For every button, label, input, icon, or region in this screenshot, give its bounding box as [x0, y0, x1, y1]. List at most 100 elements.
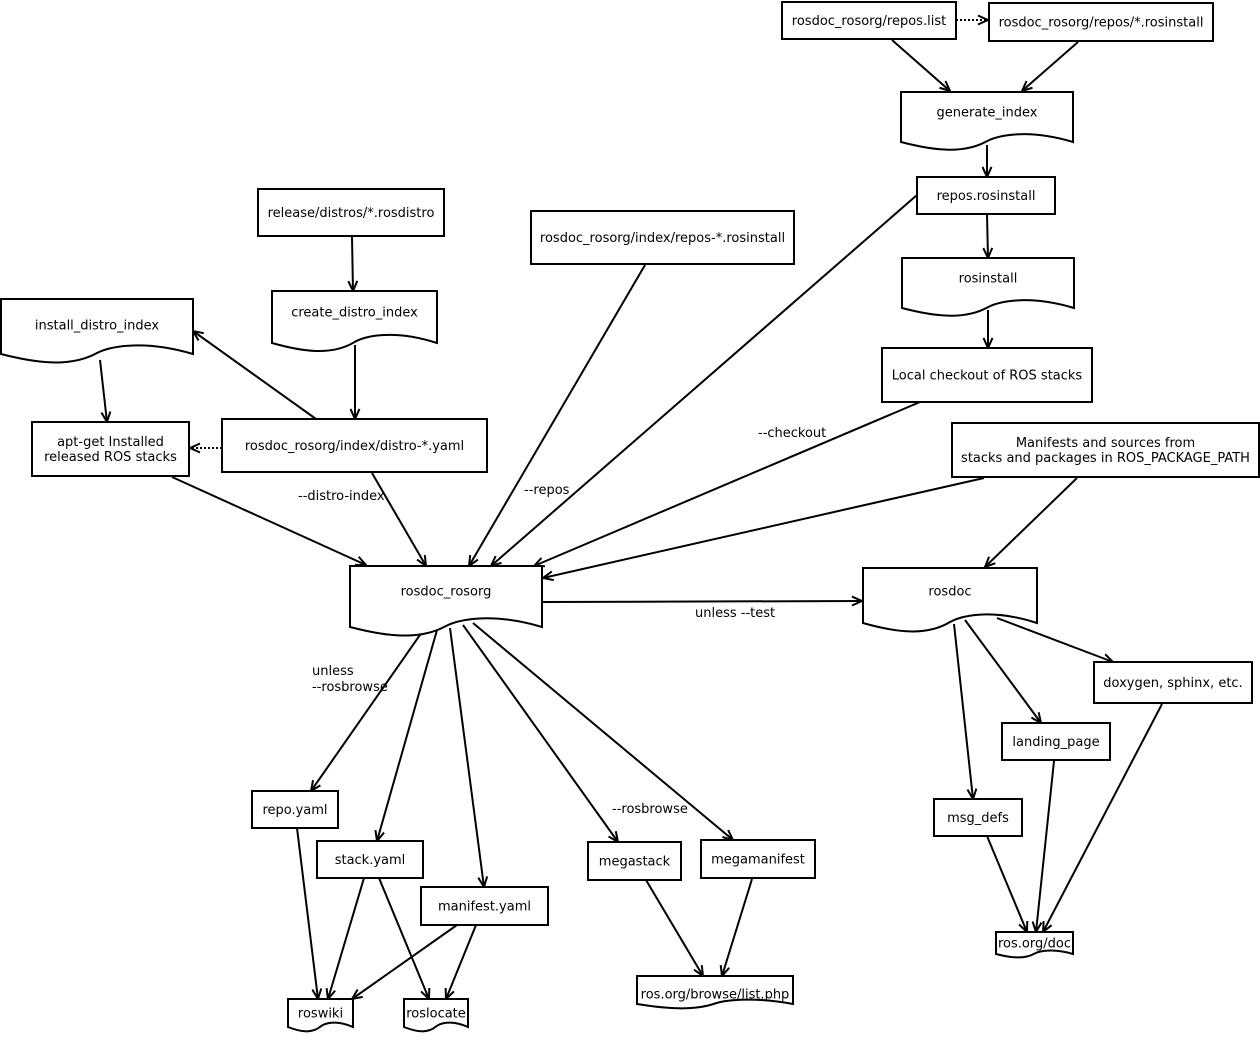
edge-line: [986, 213, 989, 259]
edge-megamanifest-to-list-php: [719, 878, 753, 979]
edge-rosdoc-rosorg-to-rosdoc: [542, 595, 865, 607]
edge-line: [327, 877, 365, 1000]
node-label-line: apt-get Installed: [57, 435, 164, 450]
edge-label: --distro-index: [298, 489, 385, 504]
node-roswiki: roswiki: [287, 998, 354, 1033]
node-rosdistro: release/distros/*.rosdistro: [257, 188, 445, 237]
edge-label-line: --distro-index: [298, 489, 385, 504]
node-label: roslocate: [406, 1007, 466, 1022]
node-label-line: release/distros/*.rosdistro: [268, 206, 435, 221]
node-install-distro-index: install_distro_index: [0, 298, 194, 364]
node-label-line: rosdoc_rosorg/index/distro-*.yaml: [245, 439, 464, 454]
edge-label-line: --rosbrowse: [312, 680, 388, 695]
node-label-line: released ROS stacks: [44, 450, 177, 465]
node-manifest-yaml: manifest.yaml: [420, 886, 549, 926]
node-ros-org-doc: ros.org/doc: [995, 931, 1074, 959]
node-label: doxygen, sphinx, etc.: [1103, 676, 1242, 691]
node-label-line: roswiki: [298, 1007, 343, 1022]
document-shape: [0, 298, 194, 364]
node-label-line: manifest.yaml: [438, 900, 531, 915]
node-doxygen: doxygen, sphinx, etc.: [1093, 661, 1253, 704]
edge-line: [351, 236, 354, 292]
node-label: rosdoc: [928, 585, 971, 600]
box-shape: [1093, 661, 1253, 704]
node-label-line: install_distro_index: [35, 319, 160, 334]
edge-line: [1035, 760, 1055, 933]
box-shape: [251, 790, 339, 829]
node-label-line: stack.yaml: [335, 853, 406, 868]
node-repos-rosinstall: repos.rosinstall: [916, 176, 1056, 215]
edge-rosdoc-to-doxygen: [996, 617, 1116, 664]
box-shape: [933, 798, 1023, 837]
node-rosinstall: rosinstall: [901, 257, 1075, 317]
node-megamanifest: megamanifest: [700, 839, 816, 879]
edge-repos-rosinstall-glob-to-generate-index: [1020, 41, 1079, 93]
node-create-distro-index: create_distro_index: [271, 290, 438, 352]
edge-label: --rosbrowse: [612, 802, 688, 817]
node-label: rosdoc_rosorg/index/distro-*.yaml: [245, 439, 464, 454]
node-label: megamanifest: [711, 853, 805, 868]
edge-label-line: --rosbrowse: [612, 802, 688, 817]
node-label: generate_index: [937, 106, 1038, 121]
box-shape: [587, 841, 682, 881]
node-label: megastack: [599, 855, 671, 870]
edge-line: [296, 827, 319, 1000]
node-label-line: stacks and packages in ROS_PACKAGE_PATH: [961, 451, 1250, 466]
edge-line: [310, 631, 423, 792]
box-shape: [988, 2, 1214, 42]
edge-line: [953, 623, 974, 800]
arrowhead-icon: [187, 442, 201, 454]
edge-manifests-sources-to-rosdoc: [983, 477, 1078, 569]
box-shape: [31, 421, 190, 477]
edge-line: [462, 624, 619, 843]
box-shape: [530, 210, 795, 265]
node-stack-yaml: stack.yaml: [316, 840, 424, 879]
node-megastack: megastack: [587, 841, 682, 881]
node-label-line: megamanifest: [711, 853, 805, 868]
box-shape: [951, 422, 1260, 478]
node-label: rosdoc_rosorg/index/repos-*.rosinstall: [540, 231, 785, 246]
edge-rosdistro-to-create-distro-index: [347, 236, 359, 294]
node-label: release/distros/*.rosdistro: [268, 206, 435, 221]
node-label: landing_page: [1012, 735, 1099, 750]
edge-line: [996, 617, 1114, 663]
node-label-line: rosdoc_rosorg/repos/*.rosinstall: [999, 16, 1204, 31]
edge-repos-list-to-generate-index: [891, 39, 952, 93]
node-label: Local checkout of ROS stacks: [892, 369, 1083, 384]
edge-line: [378, 877, 430, 1000]
node-msg-defs: msg_defs: [933, 798, 1023, 837]
edge-label-line: --repos: [524, 483, 570, 498]
edge-line: [192, 330, 317, 420]
document-shape: [271, 290, 438, 352]
edge-rosinstall-to-local-checkout: [982, 310, 994, 351]
node-label: rosdoc_rosorg/repos/*.rosinstall: [999, 16, 1204, 31]
edge-rosdoc-rosorg-to-megamanifest: [472, 622, 735, 842]
node-label-line: create_distro_index: [291, 306, 418, 321]
edge-line: [645, 879, 704, 977]
edge-distro-yaml-to-apt-get: [187, 442, 222, 454]
edge-label: unless --test: [695, 606, 775, 621]
node-label-line: repos.rosinstall: [937, 189, 1036, 204]
node-label: repos.rosinstall: [937, 189, 1036, 204]
edge-line: [721, 878, 753, 977]
node-label: msg_defs: [947, 811, 1009, 826]
edge-generate-index-to-repos-rosinstall: [981, 145, 993, 180]
node-label-line: rosdoc_rosorg/index/repos-*.rosinstall: [540, 231, 785, 246]
document-shape: [349, 565, 543, 637]
edge-label-line: --checkout: [758, 426, 826, 441]
edge-rosdoc-rosorg-to-manifest-yaml: [449, 627, 489, 890]
node-label-line: rosdoc_rosorg: [401, 585, 492, 600]
edge-rosdoc-rosorg-to-repo-yaml: [309, 631, 423, 794]
node-label: stack.yaml: [335, 853, 406, 868]
node-local-checkout: Local checkout of ROS stacks: [881, 347, 1093, 403]
edge-line: [490, 194, 918, 567]
box-shape: [881, 347, 1093, 403]
edge-rosdoc-to-msg-defs: [953, 623, 978, 802]
node-label-line: roslocate: [406, 1007, 466, 1022]
edge-line: [542, 477, 985, 579]
node-label-line: repo.yaml: [262, 803, 327, 818]
node-label: rosinstall: [959, 272, 1018, 287]
box-shape: [700, 839, 816, 879]
node-rosdoc-rosorg: rosdoc_rosorg: [349, 565, 543, 637]
